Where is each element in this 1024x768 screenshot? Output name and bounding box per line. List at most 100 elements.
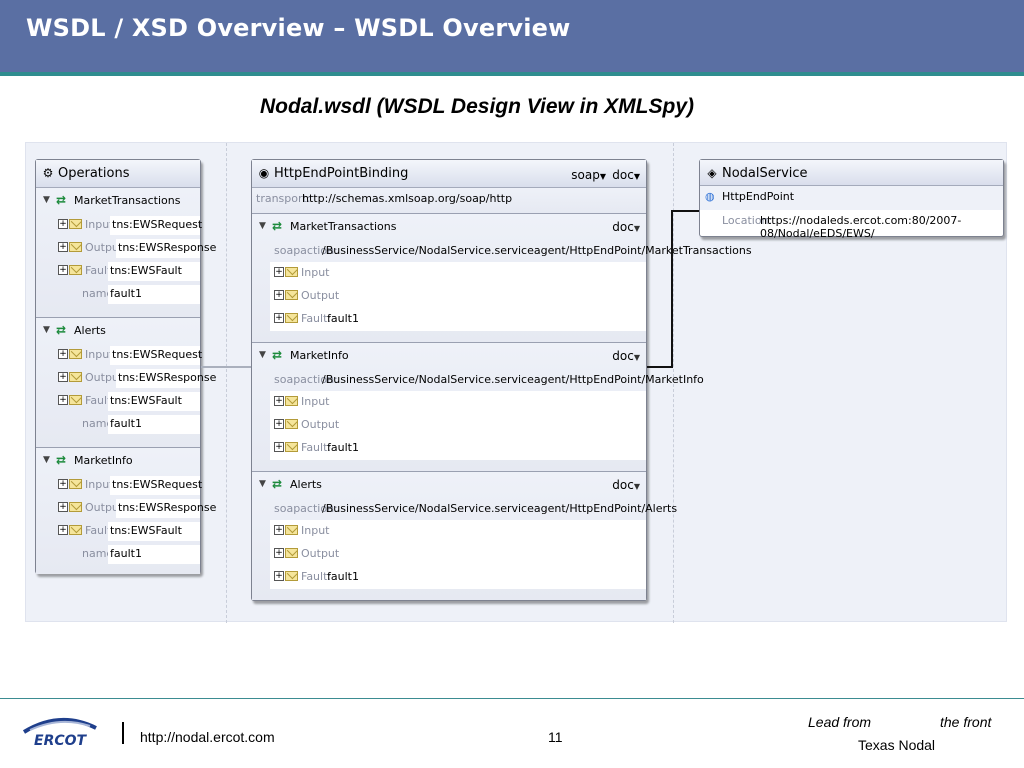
fault-label: Fault: (85, 394, 116, 407)
input-label: Input (301, 524, 330, 537)
fault-label: Fault: (85, 524, 116, 537)
message-icon (285, 525, 298, 535)
soapaction-value[interactable]: /BusinessService/NodalService.serviceage… (322, 244, 752, 257)
binding-operation-section[interactable]: ▼ ⇄ MarketTransactions doc▼ soapaction:/… (252, 214, 752, 343)
output-label: Output (301, 289, 340, 302)
expand-icon[interactable]: + (58, 349, 68, 359)
footer-url[interactable]: http://nodal.ercot.com (140, 729, 275, 745)
fault-name-value[interactable]: fault1 (110, 547, 142, 560)
message-icon (69, 265, 82, 275)
fault-label: Fault: (85, 264, 116, 277)
expand-icon[interactable]: + (58, 242, 68, 252)
operations-header[interactable]: ⚙ Operations (36, 160, 200, 188)
port-row[interactable]: ◍ HttpEndPoint (700, 186, 1003, 210)
operation-name[interactable]: MarketInfo (290, 349, 349, 362)
doc-selector[interactable]: doc▼ (612, 478, 640, 492)
operation-section[interactable]: ▼ ⇄ MarketInfo +Input:tns:EWSRequest +Ou… (36, 448, 216, 574)
expand-icon[interactable]: + (58, 219, 68, 229)
expand-icon[interactable]: + (274, 419, 284, 429)
transport-row[interactable]: transport: http://schemas.xmlsoap.org/so… (252, 188, 646, 214)
output-value[interactable]: tns:EWSResponse (118, 501, 217, 514)
expand-icon[interactable]: + (274, 525, 284, 535)
message-icon (285, 396, 298, 406)
expand-icon[interactable]: + (58, 395, 68, 405)
footer-divider (0, 698, 1024, 699)
soapaction-value[interactable]: /BusinessService/NodalService.serviceage… (322, 502, 678, 515)
expand-icon[interactable]: + (58, 372, 68, 382)
service-box[interactable]: ◈ NodalService ◍ HttpEndPoint Location: … (699, 159, 1004, 240)
soapaction-label: soapaction: (274, 502, 338, 515)
expand-icon[interactable]: + (58, 525, 68, 535)
dropdown-arrow-icon: ▼ (633, 482, 640, 491)
collapse-triangle-icon[interactable]: ▼ (259, 479, 266, 489)
operation-name[interactable]: MarketInfo (74, 454, 133, 467)
expand-icon[interactable]: + (58, 502, 68, 512)
doc-selector[interactable]: doc▼ (612, 220, 640, 234)
binding-operation-section[interactable]: ▼ ⇄ MarketInfo doc▼ soapaction:/Business… (252, 343, 704, 472)
binding-header[interactable]: ◉ HttpEndPointBinding soap▼ doc▼ (252, 160, 646, 188)
expand-icon[interactable]: + (274, 267, 284, 277)
operation-arrows-icon: ⇄ (56, 323, 67, 337)
operation-name[interactable]: MarketTransactions (290, 220, 397, 233)
guide-line (226, 143, 227, 623)
fault-value[interactable]: tns:EWSFault (110, 394, 182, 407)
collapse-triangle-icon[interactable]: ▼ (259, 350, 266, 360)
collapse-triangle-icon[interactable]: ▼ (43, 455, 50, 465)
message-icon (69, 219, 82, 229)
fault-label: Fault: (301, 441, 332, 454)
operations-box[interactable]: ⚙ Operations ▼ ⇄ MarketTransactions +Inp… (35, 159, 216, 574)
soap-selector[interactable]: soap▼ (571, 168, 606, 182)
expand-icon[interactable]: + (274, 442, 284, 452)
service-header[interactable]: ◈ NodalService (700, 160, 1003, 186)
fault-value[interactable]: tns:EWSFault (110, 264, 182, 277)
operation-section[interactable]: ▼ ⇄ MarketTransactions +Input:tns:EWSReq… (36, 188, 216, 318)
operation-name[interactable]: MarketTransactions (74, 194, 181, 207)
operation-arrows-icon: ⇄ (56, 453, 67, 467)
operation-arrows-icon: ⇄ (272, 348, 283, 362)
fault-label: Fault: (301, 312, 332, 325)
input-value[interactable]: tns:EWSRequest (112, 348, 203, 361)
operation-name[interactable]: Alerts (290, 478, 322, 491)
input-value[interactable]: tns:EWSRequest (112, 218, 203, 231)
location-row[interactable]: Location: https://nodaleds.ercot.com:80/… (718, 210, 1003, 240)
guide-line (673, 143, 674, 623)
doc-selector[interactable]: doc▼ (612, 349, 640, 363)
binding-box[interactable]: ◉ HttpEndPointBinding soap▼ doc▼ transpo… (251, 159, 752, 601)
collapse-triangle-icon[interactable]: ▼ (43, 325, 50, 335)
doc-label: doc (612, 478, 634, 492)
expand-icon[interactable]: + (58, 265, 68, 275)
expand-icon[interactable]: + (274, 290, 284, 300)
expand-icon[interactable]: + (274, 548, 284, 558)
operation-name[interactable]: Alerts (74, 324, 106, 337)
output-value[interactable]: tns:EWSResponse (118, 241, 217, 254)
expand-icon[interactable]: + (274, 396, 284, 406)
diagram-caption: Nodal.wsdl (WSDL Design View in XMLSpy) (259, 95, 695, 118)
wsdl-design-canvas[interactable]: ⚙ Operations ▼ ⇄ MarketTransactions +Inp… (25, 142, 1007, 623)
fault-value[interactable]: fault1 (327, 312, 359, 325)
collapse-triangle-icon[interactable]: ▼ (43, 195, 50, 205)
port-name[interactable]: HttpEndPoint (722, 190, 795, 203)
message-icon (69, 479, 82, 489)
output-value[interactable]: tns:EWSResponse (118, 371, 217, 384)
expand-icon[interactable]: + (274, 313, 284, 323)
doc-selector[interactable]: doc▼ (612, 168, 640, 182)
operation-section[interactable]: ▼ ⇄ Alerts +Input:tns:EWSRequest +Output… (36, 318, 216, 448)
fault-value[interactable]: fault1 (327, 570, 359, 583)
binding-operation-section[interactable]: ▼ ⇄ Alerts doc▼ soapaction:/BusinessServ… (252, 472, 677, 600)
transport-value[interactable]: http://schemas.xmlsoap.org/soap/http (302, 192, 513, 205)
collapse-triangle-icon[interactable]: ▼ (259, 221, 266, 231)
soapaction-value[interactable]: /BusinessService/NodalService.serviceage… (322, 373, 704, 386)
expand-icon[interactable]: + (58, 479, 68, 489)
fault-value[interactable]: fault1 (327, 441, 359, 454)
input-value[interactable]: tns:EWSRequest (112, 478, 203, 491)
location-label: Location: (722, 214, 773, 227)
location-value[interactable]: https://nodaleds.ercot.com:80/2007-08/No… (760, 214, 962, 240)
message-icon (285, 548, 298, 558)
connector-line (647, 366, 673, 368)
message-icon (69, 372, 82, 382)
expand-icon[interactable]: + (274, 571, 284, 581)
fault-name-value[interactable]: fault1 (110, 287, 142, 300)
fault-name-value[interactable]: fault1 (110, 417, 142, 430)
tagline-lead: Lead from (808, 714, 872, 730)
fault-value[interactable]: tns:EWSFault (110, 524, 182, 537)
